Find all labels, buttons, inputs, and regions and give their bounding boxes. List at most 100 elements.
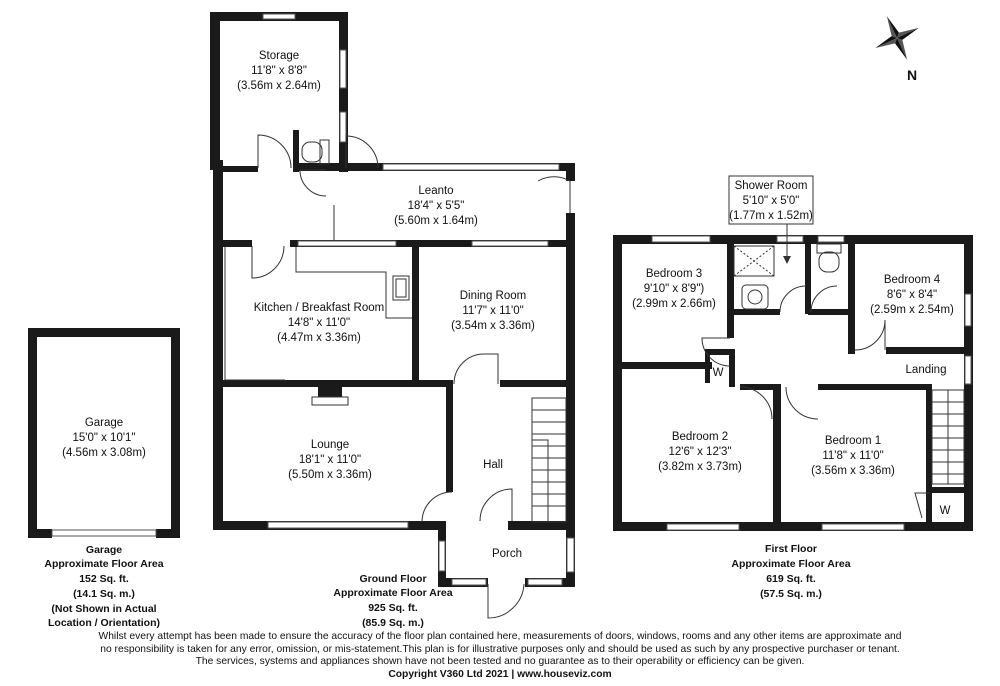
wall-leanto-kitchen-b	[290, 240, 570, 247]
landing-name: Landing	[906, 364, 947, 376]
kitchen-sink	[392, 275, 410, 301]
dining-name: Dining Room	[460, 290, 526, 302]
garage-wall-top	[28, 328, 180, 337]
shower-dim-metric: (1.77m x 1.52m)	[729, 210, 813, 222]
fireplace	[318, 387, 342, 397]
door-leanto-side	[345, 135, 379, 169]
garage-wall-bottom-right	[156, 529, 180, 538]
leanto-window	[382, 163, 560, 171]
bedroom3-dim-imperial: 9'10" x 8'9")	[644, 283, 705, 295]
kitchen-window	[297, 240, 397, 247]
door-leanto-exterior	[537, 176, 571, 213]
door-wardrobe1	[914, 492, 930, 519]
ff-wall-bed1-top	[818, 384, 932, 390]
door-wc	[299, 169, 327, 197]
first-floor-plan	[613, 224, 973, 531]
first-floor-area-sqft: 619 Sq. ft.	[766, 573, 816, 585]
dining-window	[471, 240, 549, 247]
garage-door	[51, 529, 157, 537]
main-wall-left	[213, 160, 223, 530]
wardrobe-bed2-label: W	[713, 367, 724, 379]
door-kitchen	[251, 245, 285, 279]
ff-wall-wardrobe2-left	[705, 349, 710, 383]
lounge-name: Lounge	[311, 439, 349, 451]
wall-dining-hall-b	[500, 380, 570, 387]
door-bed2	[739, 386, 773, 420]
wall-wc-leanto	[298, 163, 346, 171]
ff-wall-bed3-bed2	[620, 362, 712, 369]
garage-wall-right	[171, 328, 180, 538]
shower-name: Shower Room	[735, 180, 808, 192]
shower-tray	[733, 245, 775, 277]
bedroom3-name: Bedroom 3	[646, 268, 702, 280]
kitchen-sink-inner	[395, 278, 407, 298]
wall-storage-leanto	[220, 166, 258, 172]
wall-lounge-hall	[446, 380, 453, 492]
toilet-ground	[301, 141, 323, 163]
toilet-tank-ground	[319, 139, 330, 165]
ff-wall-wardrobe1	[926, 487, 970, 493]
hall-name: Hall	[483, 459, 503, 471]
shower-window	[776, 235, 804, 243]
garage-dim-metric: (4.56m x 3.08m)	[62, 447, 146, 459]
compass-north-label: N	[907, 67, 917, 83]
bedroom1-dim-imperial: 11'8" x 11'0"	[822, 450, 883, 462]
porch-window-bottom-right	[527, 578, 563, 586]
ff-wall-wc-bottom	[808, 309, 848, 315]
garage-area-sqft: 152 Sq. ft.	[79, 573, 129, 585]
compass-rose	[875, 16, 919, 60]
bedroom2-name: Bedroom 2	[672, 431, 728, 443]
door-storage	[257, 134, 292, 169]
bedroom1-name: Bedroom 1	[825, 435, 881, 447]
first-floor-area-label: Approximate Floor Area	[731, 558, 850, 570]
shower-callout-arrow	[783, 256, 791, 264]
bed1-window	[821, 523, 905, 531]
bedroom4-dim-metric: (2.59m x 2.54m)	[870, 304, 954, 316]
disclaimer: Whilst every attempt has been made to en…	[0, 631, 1000, 681]
storage-dim-metric: (3.56m x 2.64m)	[237, 80, 321, 92]
door-bed1	[785, 386, 819, 420]
washbasin-ff	[741, 284, 769, 310]
bedroom4-dim-imperial: 8'6" x 8'4"	[887, 289, 937, 301]
door-bed3	[701, 337, 731, 367]
kitchen-dim-imperial: 14'8" x 11'0"	[288, 317, 350, 329]
bedroom4-name: Bedroom 4	[884, 274, 941, 286]
bed3-window	[651, 235, 711, 243]
ff-wall-shower-bottom	[730, 309, 780, 315]
staircase-first	[931, 389, 965, 485]
garage-note-2: Location / Orientation)	[48, 617, 160, 629]
storage-window-top	[262, 13, 296, 20]
toilet-tank-ff	[816, 243, 842, 254]
ff-wall-bed4-bottom	[886, 347, 970, 354]
porch-name: Porch	[492, 548, 522, 560]
ff-wall-bottom	[613, 522, 973, 531]
garage-name: Garage	[85, 417, 123, 429]
copyright: Copyright V360 Ltd 2021 | www.houseviz.c…	[388, 668, 612, 680]
door-wc-ff	[810, 285, 838, 313]
toilet-ff	[818, 251, 840, 273]
storage-name: Storage	[259, 50, 299, 62]
leanto-dim-imperial: 18'4" x 5'5"	[408, 200, 465, 212]
door-lounge	[421, 491, 453, 523]
ff-wall-wardrobe2-right	[729, 349, 735, 387]
lounge-window	[267, 521, 409, 529]
kitchen-worktop	[224, 247, 412, 381]
garage-wall-bottom-left	[28, 529, 52, 538]
first-floor-area-sqm: (57.5 Sq. m.)	[760, 588, 822, 600]
storage-wall-right	[339, 12, 348, 172]
bedroom2-dim-metric: (3.82m x 3.73m)	[658, 461, 742, 473]
wc-ff-window	[817, 235, 845, 243]
ff-wall-bed1-right	[926, 384, 932, 528]
wall-kitchen-lounge	[220, 380, 420, 387]
garage-area-label: Approximate Floor Area	[44, 558, 163, 570]
garage-area-title: Garage	[86, 544, 122, 556]
disclaimer-line-1: Whilst every attempt has been made to en…	[98, 631, 902, 642]
door-bed4	[854, 319, 886, 351]
garage-wall-left	[28, 328, 37, 538]
door-front	[487, 583, 525, 619]
leanto-dim-metric: (5.60m x 1.64m)	[394, 215, 478, 227]
porch-window-bottom-left	[451, 578, 487, 586]
washbasin-ff-bowl	[747, 289, 763, 305]
dining-dim-metric: (3.54m x 3.36m)	[451, 320, 535, 332]
ground-floor-area-label: Approximate Floor Area	[333, 587, 452, 599]
